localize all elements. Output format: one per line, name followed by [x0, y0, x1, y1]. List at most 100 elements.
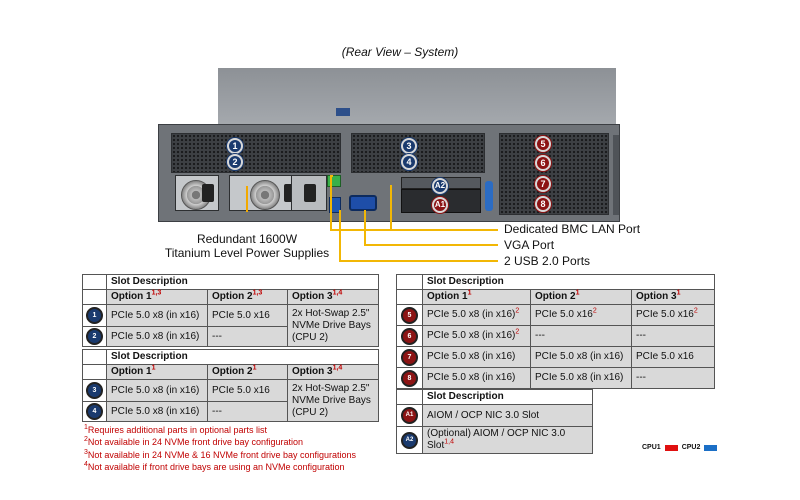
- column-header: Option 11: [106, 364, 208, 380]
- column-header: Option 21,3: [207, 289, 288, 305]
- slot-badge-8: 8: [401, 369, 418, 387]
- table-cell: ---: [207, 326, 288, 347]
- psu-fan-icon: [250, 180, 280, 210]
- table-cell: (Optional) AIOM / OCP NIC 3.0 Slot1,4: [422, 426, 593, 454]
- usb-callout-line: [339, 210, 341, 262]
- table-row: 8 PCIe 5.0 x8 (in x16) PCIe 5.0 x8 (in x…: [396, 367, 715, 389]
- footnote: 2Not available in 24 NVMe front drive ba…: [84, 436, 304, 448]
- slot-marker-7: 7: [535, 176, 551, 192]
- table-cell: ---: [207, 401, 288, 422]
- table-cell: ---: [631, 325, 715, 347]
- usb-ports-label: 2 USB 2.0 Ports: [504, 254, 591, 268]
- table-cell: PCIe 5.0 x16: [207, 304, 288, 327]
- table-row: A1 AIOM / OCP NIC 3.0 Slot: [396, 404, 593, 427]
- vga-port-label: VGA Port: [504, 238, 555, 252]
- slot-badge-1: 1: [86, 307, 103, 324]
- table-cell: PCIe 5.0 x8 (in x16): [106, 326, 208, 347]
- table-cell: PCIe 5.0 x8 (in x16)2: [422, 304, 531, 326]
- column-header: Option 31: [631, 289, 715, 305]
- table-cell: PCIe 5.0 x8 (in x16): [530, 367, 632, 389]
- table-row: A2 (Optional) AIOM / OCP NIC 3.0 Slot1,4: [396, 426, 593, 454]
- table-row: 7 PCIe 5.0 x8 (in x16) PCIe 5.0 x8 (in x…: [396, 346, 715, 368]
- table-cell: PCIe 5.0 x16: [207, 379, 288, 402]
- table-cell: PCIe 5.0 x16: [631, 346, 715, 368]
- table-row: 3 PCIe 5.0 x8 (in x16) PCIe 5.0 x16 2x H…: [82, 379, 379, 422]
- table-cell: AIOM / OCP NIC 3.0 Slot: [422, 404, 593, 427]
- column-header: Option 11,3: [106, 289, 208, 305]
- usb-callout-line: [339, 260, 498, 262]
- power-supply-3: [291, 175, 327, 211]
- legend-cpu2-swatch: [704, 444, 718, 451]
- vga-port: [349, 195, 377, 211]
- column-header: Option 21: [207, 364, 288, 380]
- slot-grille-3-4: [351, 133, 485, 173]
- diagram-caption: (Rear View – System): [341, 45, 459, 59]
- table-cell: PCIe 5.0 x8 (in x16): [422, 367, 531, 389]
- table-cell: PCIe 5.0 x162: [631, 304, 715, 326]
- power-inlet-icon: [304, 184, 316, 202]
- vga-callout-line: [364, 244, 498, 246]
- rail-edge: [613, 135, 619, 215]
- column-header: Option 31,4: [287, 289, 379, 305]
- slot-marker-3: 3: [401, 138, 417, 154]
- slot-marker-a1: A1: [432, 197, 448, 213]
- footnote: 4Not available if front drive bays are u…: [84, 460, 345, 472]
- table-cell: 2x Hot-Swap 2.5" NVMe Drive Bays (CPU 2): [287, 379, 379, 422]
- power-supply-2: [229, 175, 301, 211]
- table-cell: PCIe 5.0 x8 (in x16): [530, 346, 632, 368]
- slot-marker-a2: A2: [432, 178, 448, 194]
- table-title: Slot Description: [106, 274, 379, 290]
- slot-grille-5-8: [499, 133, 609, 215]
- table-row: 5 PCIe 5.0 x8 (in x16)2 PCIe 5.0 x162 PC…: [396, 304, 715, 326]
- table-cell: PCIe 5.0 x8 (in x16)2: [422, 325, 531, 347]
- table-title: Slot Description: [422, 389, 593, 405]
- slot-badge-2: 2: [86, 328, 103, 345]
- slot-badge-5: 5: [401, 306, 418, 324]
- slot-marker-8: 8: [535, 196, 551, 212]
- footnote: 1Requires additional parts in optional p…: [84, 424, 268, 435]
- table-row: 6 PCIe 5.0 x8 (in x16)2 --- ---: [396, 325, 715, 347]
- legend-cpu1-label: CPU1: [642, 444, 661, 451]
- slot-marker-2: 2: [227, 154, 243, 170]
- cpu-legend: CPU1 CPU2: [642, 444, 718, 451]
- chassis-label-sticker: [336, 108, 350, 116]
- usb-ports: [329, 197, 341, 213]
- chassis-top-cover: [218, 68, 616, 124]
- table-title: Slot Description: [106, 349, 379, 365]
- table-cell: ---: [631, 367, 715, 389]
- table-row: 1 PCIe 5.0 x8 (in x16) PCIe 5.0 x16 2x H…: [82, 304, 379, 347]
- bmc-callout-line: [330, 229, 498, 231]
- power-supply-1: [175, 175, 219, 211]
- footnote: 3Not available in 24 NVMe & 16 NVMe fron…: [84, 448, 357, 460]
- bmc-port-label: Dedicated BMC LAN Port: [504, 222, 641, 236]
- slot-table-3-4: Slot Description Option 11 Option 21 Opt…: [82, 349, 379, 422]
- table-cell: PCIe 5.0 x8 (in x16): [422, 346, 531, 368]
- slot-table-1-2: Slot Description Option 11,3 Option 21,3…: [82, 274, 379, 347]
- footnotes: 1Requires additional parts in optional p…: [84, 424, 356, 473]
- table-cell: PCIe 5.0 x8 (in x16): [106, 379, 208, 402]
- table-cell: ---: [530, 325, 632, 347]
- slot-table-aiom: Slot Description A1 AIOM / OCP NIC 3.0 S…: [396, 389, 593, 454]
- slot-badge-7: 7: [401, 348, 418, 366]
- legend-cpu2-label: CPU2: [681, 444, 701, 451]
- bmc-callout-line: [330, 175, 332, 231]
- slot-marker-1: 1: [227, 138, 243, 154]
- latch-icon: [485, 181, 493, 211]
- legend-cpu1-swatch: [664, 444, 678, 451]
- column-header: Option 31,4: [287, 364, 379, 380]
- power-inlet-icon: [202, 184, 214, 202]
- table-cell: PCIe 5.0 x8 (in x16): [106, 401, 208, 422]
- bmc-callout-line: [390, 185, 392, 231]
- psu-label-line2: Titanium Level Power Supplies: [164, 246, 330, 260]
- table-row: 2 PCIe 5.0 x8 (in x16) ---: [82, 326, 379, 347]
- slot-grille-1-2: [171, 133, 341, 173]
- slot-table-5-8: Slot Description Option 11 Option 21 Opt…: [396, 274, 715, 389]
- psu-label-line1: Redundant 1600W: [196, 232, 298, 246]
- column-header: Option 11: [422, 289, 531, 305]
- psu-callout-line: [246, 186, 248, 212]
- slot-badge-4: 4: [86, 403, 103, 420]
- slot-badge-6: 6: [401, 327, 418, 345]
- column-header: Option 21: [530, 289, 632, 305]
- table-row: 4 PCIe 5.0 x8 (in x16) ---: [82, 401, 379, 422]
- slot-badge-a2: A2: [401, 431, 418, 449]
